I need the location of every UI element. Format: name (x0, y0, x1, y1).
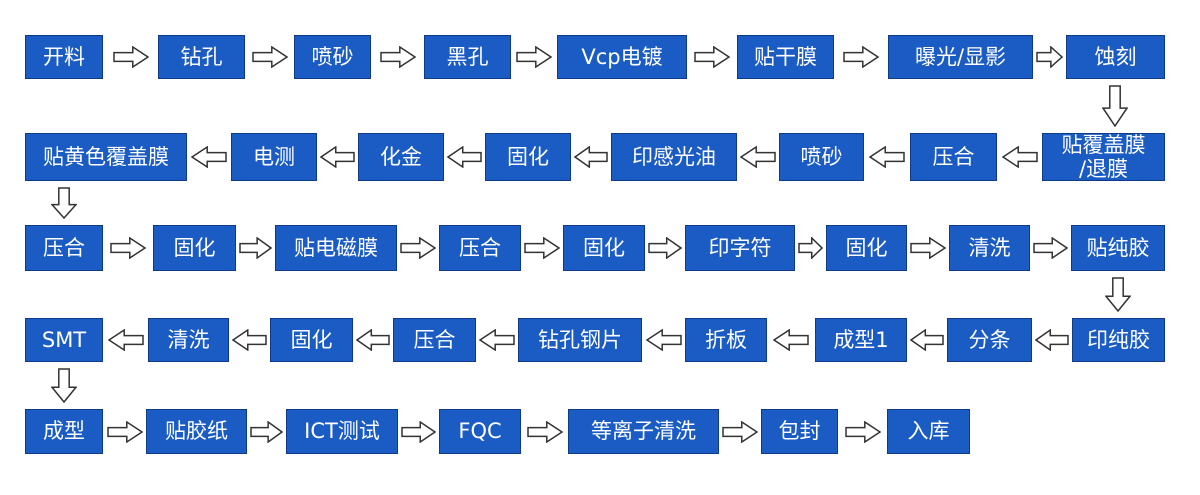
flow-arrow-r2-3 (446, 145, 482, 169)
process-step-r3-5: 固化 (563, 225, 645, 271)
flow-arrow-r1-6 (843, 45, 880, 69)
flow-arrow-r2-6 (868, 145, 905, 169)
flow-arrow-r3-3 (400, 236, 437, 260)
process-step-r1-8: 蚀刻 (1066, 35, 1165, 79)
process-step-r5-2: 贴胶纸 (146, 409, 247, 454)
down-arrow-4 (50, 368, 78, 404)
process-step-r1-4: 黑孔 (424, 35, 511, 79)
flow-arrow-r3-7 (910, 236, 947, 260)
process-step-r5-1: 成型 (25, 409, 103, 454)
process-step-r3-6: 印字符 (685, 225, 795, 271)
process-step-r3-4: 压合 (439, 225, 521, 271)
flow-arrow-r4-5 (645, 328, 682, 352)
process-step-r2-6: 喷砂 (779, 133, 864, 181)
flow-arrow-r3-8 (1033, 236, 1069, 260)
flow-arrow-r5-2 (250, 420, 284, 443)
flow-arrow-r1-4 (516, 45, 553, 69)
process-step-r4-5: 钻孔钢片 (518, 318, 642, 362)
down-arrow-2 (50, 187, 78, 220)
flow-arrow-r5-1 (106, 420, 143, 443)
process-step-r2-4: 固化 (485, 133, 571, 181)
flow-arrow-r1-7 (1036, 45, 1064, 69)
process-step-r1-2: 钻孔 (158, 35, 245, 79)
flow-arrow-r3-5 (648, 236, 683, 260)
flow-arrow-r3-2 (239, 236, 273, 260)
flow-arrow-r4-4 (478, 328, 515, 352)
flow-arrow-r3-4 (524, 236, 561, 260)
flow-arrow-r5-6 (844, 420, 881, 443)
process-step-r2-2: 电测 (231, 133, 317, 181)
flow-arrow-r2-5 (739, 145, 776, 169)
down-arrow-3 (1104, 277, 1132, 313)
process-step-r2-7: 压合 (910, 133, 997, 181)
down-arrow-1 (1101, 85, 1129, 128)
process-step-r5-4: FQC (439, 409, 521, 454)
process-step-r1-5: Vcp电镀 (557, 35, 687, 79)
flow-arrow-r3-6 (798, 236, 824, 260)
process-step-r4-3: 固化 (270, 318, 353, 362)
process-step-r4-8: 分条 (947, 318, 1032, 362)
flow-arrow-r1-3 (379, 45, 416, 69)
flow-arrow-r4-3 (355, 328, 390, 352)
process-step-r1-6: 贴干膜 (737, 35, 834, 79)
flow-arrow-r2-7 (1001, 145, 1038, 169)
process-step-r3-2: 固化 (153, 225, 236, 271)
process-step-r3-8: 清洗 (949, 225, 1030, 271)
process-step-r2-8: 贴覆盖膜 /退膜 (1042, 133, 1165, 181)
flow-arrow-r2-2 (319, 145, 355, 169)
process-step-r4-7: 成型1 (815, 318, 907, 362)
process-step-r1-3: 喷砂 (294, 35, 371, 79)
process-step-r4-9: 印纯胶 (1072, 318, 1165, 362)
process-step-r4-1: SMT (25, 318, 103, 362)
process-step-r3-9: 贴纯胶 (1071, 225, 1165, 271)
process-step-r4-6: 折板 (685, 318, 767, 362)
process-step-r1-7: 曝光/显影 (888, 35, 1033, 79)
flow-arrow-r4-2 (231, 328, 267, 352)
flow-arrow-r5-3 (401, 420, 437, 443)
process-step-r5-7: 入库 (887, 409, 970, 454)
process-step-r4-2: 清洗 (148, 318, 229, 362)
flow-arrow-r3-1 (110, 236, 147, 260)
process-step-r3-1: 压合 (25, 225, 103, 271)
flow-arrow-r4-1 (107, 328, 144, 352)
process-step-r3-3: 贴电磁膜 (275, 225, 397, 271)
flow-arrow-r2-1 (190, 145, 227, 169)
flow-arrow-r2-4 (573, 145, 608, 169)
flow-arrow-r5-5 (722, 420, 759, 443)
process-step-r1-1: 开料 (25, 35, 103, 79)
flow-arrow-r4-8 (1034, 328, 1069, 352)
process-step-r3-7: 固化 (826, 225, 907, 271)
process-step-r5-5: 等离子清洗 (568, 409, 719, 454)
process-step-r2-1: 贴黄色覆盖膜 (25, 133, 187, 181)
process-step-r4-4: 压合 (393, 318, 476, 362)
flow-arrow-r4-7 (909, 328, 944, 352)
flow-arrow-r5-4 (526, 420, 563, 443)
process-step-r2-3: 化金 (358, 133, 444, 181)
flow-arrow-r4-6 (772, 328, 809, 352)
flow-arrow-r1-2 (251, 45, 288, 69)
flow-arrow-r1-1 (112, 45, 149, 69)
process-step-r5-6: 包封 (761, 409, 838, 454)
process-step-r2-5: 印感光油 (611, 133, 737, 181)
flow-arrow-r1-5 (694, 45, 731, 69)
process-step-r5-3: ICT测试 (286, 409, 398, 454)
